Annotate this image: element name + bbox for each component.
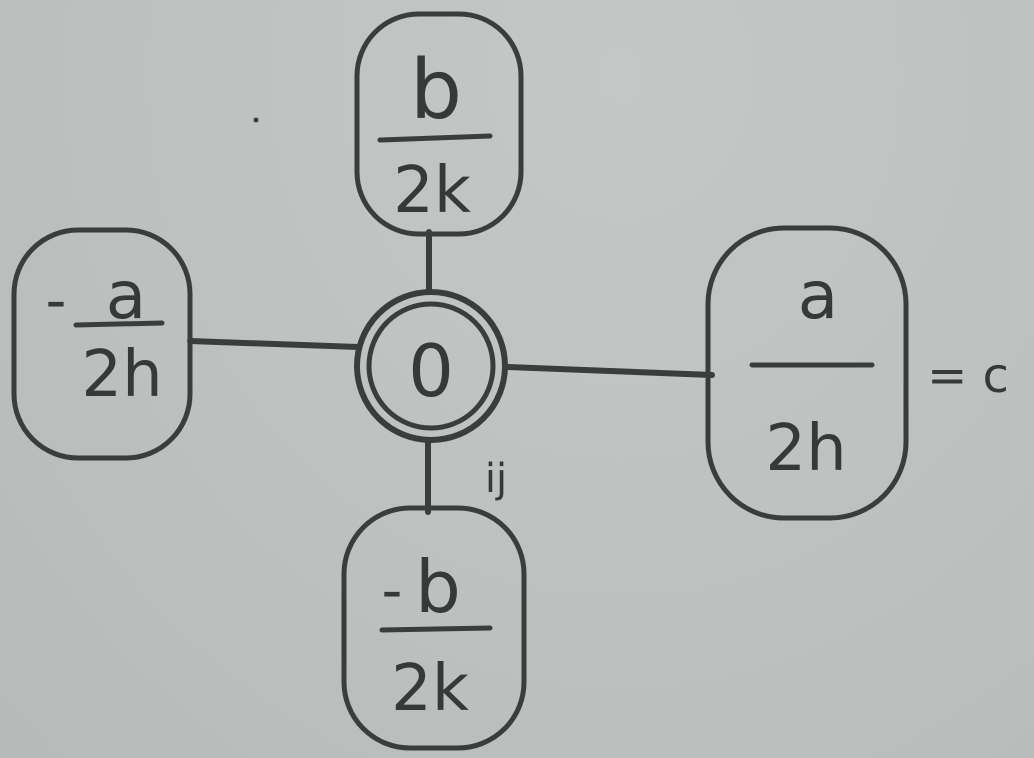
bottom-sign: - [382, 556, 403, 624]
bottom-denominator: 2k [391, 652, 469, 726]
bottom-node: - b 2k [341, 505, 527, 751]
center-node: 0 [354, 289, 508, 443]
equals-label: = c [927, 348, 1009, 404]
top-numerator: b [410, 43, 462, 138]
left-fraction-bar [73, 320, 165, 328]
top-fraction-bar [377, 133, 493, 143]
right-node: a 2h [705, 225, 909, 521]
index-label: ij [485, 456, 507, 502]
bottom-numerator: b [415, 545, 461, 629]
right-denominator: 2h [765, 412, 846, 486]
bottom-fraction-bar [379, 625, 493, 633]
edge-center-left [187, 338, 361, 350]
left-node: - a 2h [11, 227, 193, 461]
stray-dot [253, 117, 259, 123]
left-denominator: 2h [81, 338, 162, 412]
right-numerator: a [798, 257, 838, 334]
top-denominator: 2k [393, 154, 471, 228]
left-sign: - [46, 266, 67, 334]
center-label: 0 [408, 329, 454, 413]
top-node: b 2k [354, 11, 524, 237]
edge-center-right [504, 364, 715, 378]
